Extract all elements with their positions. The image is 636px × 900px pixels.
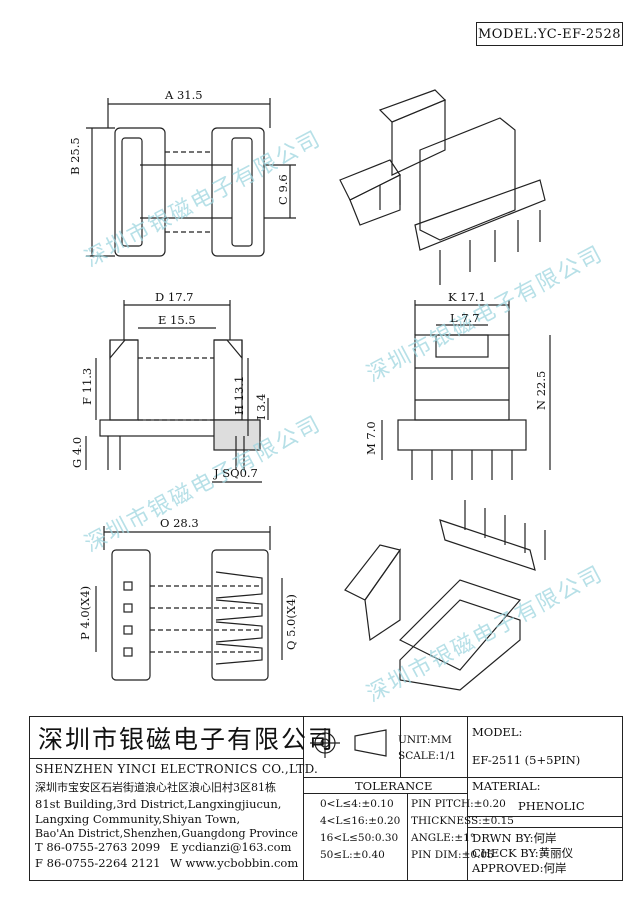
- address-cn: 深圳市宝安区石岩街道浪心社区浪心旧村3区81栋: [35, 781, 276, 794]
- model-label: MODEL:: [472, 725, 523, 739]
- top-view: [86, 98, 296, 257]
- side-view: [381, 300, 551, 480]
- address-en-line1: 81st Building,3rd District,Langxingjiucu…: [35, 797, 282, 811]
- dim-i: I 3.4: [254, 393, 268, 421]
- tolerance-range-3: 16<L≤50:0.30: [320, 832, 399, 844]
- material-label: MATERIAL:: [472, 779, 541, 793]
- dim-d: D 17.7: [155, 290, 194, 304]
- company-name-en: SHENZHEN YINCI ELECTRONICS CO.,LTD.: [35, 762, 319, 776]
- tolerance-range-2: 4<L≤16:±0.20: [320, 815, 401, 827]
- dim-l: L 7.7: [450, 311, 480, 325]
- dim-k: K 17.1: [448, 290, 486, 304]
- dim-n: N 22.5: [534, 370, 548, 410]
- dim-f: F 11.3: [80, 367, 94, 405]
- drawn-by: DRWN BY:何岸: [472, 831, 557, 845]
- tolerance-title: TOLERANCE: [355, 779, 433, 793]
- bottom-view: [95, 526, 283, 681]
- isometric-view-bottom: [344, 500, 546, 691]
- material-value: PHENOLIC: [518, 799, 585, 813]
- dim-o: O 28.3: [160, 516, 199, 530]
- tolerance-spec-2: THICKNESS:±0.15: [411, 815, 514, 827]
- dim-c: C 9.6: [276, 174, 290, 205]
- dim-a: A 31.5: [165, 88, 203, 102]
- model-value: EF-2511 (5+5PIN): [472, 753, 581, 767]
- tolerance-range-4: 50≤L:±0.40: [320, 849, 385, 861]
- address-en-line2: Langxing Community,Shiyan Town,: [35, 812, 241, 826]
- tolerance-spec-1: PIN PITCH:±0.20: [411, 798, 506, 810]
- front-view: [85, 300, 269, 483]
- dim-e: E 15.5: [158, 313, 196, 327]
- address-en-line3: Bao'An District,Shenzhen,Guangdong Provi…: [35, 827, 298, 840]
- dim-j: J SQ0.7: [214, 466, 258, 480]
- dim-b: B 25.5: [68, 137, 82, 175]
- approved-by: APPROVED:何岸: [472, 861, 567, 875]
- tolerance-spec-4: PIN DIM:±0.05: [411, 849, 494, 861]
- title-block: 深圳市银磁电子有限公司 SHENZHEN YINCI ELECTRONICS C…: [29, 716, 623, 881]
- isometric-view-top: [339, 89, 546, 285]
- tolerance-range-1: 0<L≤4:±0.10: [320, 798, 394, 810]
- dim-q: Q 5.0(X4): [284, 594, 298, 650]
- fax: F 86-0755-2264 2121: [35, 856, 161, 870]
- model-header: MODEL:YC-EF-2528: [476, 22, 623, 46]
- email: E ycdianzi@163.com: [170, 840, 292, 854]
- website: W www.ycbobbin.com: [170, 856, 299, 870]
- check-by: CHECK BY:黄丽仪: [472, 846, 574, 860]
- company-name-cn: 深圳市银磁电子有限公司: [38, 725, 336, 754]
- tolerance-spec-3: ANGLE:±1°: [411, 832, 476, 844]
- projection-symbol: [310, 728, 387, 758]
- dim-h: H 13.1: [232, 375, 246, 415]
- dim-m: M 7.0: [364, 421, 378, 455]
- telephone: T 86-0755-2763 2099: [35, 840, 161, 854]
- dim-p: P 4.0(X4): [78, 585, 92, 640]
- unit-label: UNIT:MM: [398, 734, 452, 746]
- scale-label: SCALE:1/1: [398, 750, 456, 762]
- dim-g: G 4.0: [70, 436, 84, 468]
